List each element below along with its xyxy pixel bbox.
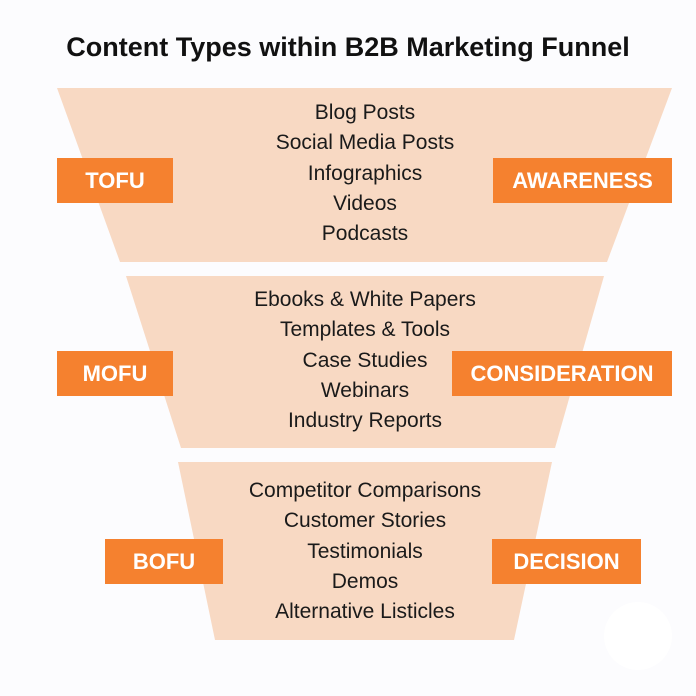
content-item: Competitor Comparisons	[248, 479, 482, 502]
stage-tag-tofu: TOFU	[57, 158, 173, 203]
funnel-tier-mofu	[126, 276, 604, 448]
content-item: Webinars	[320, 378, 410, 402]
content-item: Ebooks & White Papers	[254, 288, 476, 311]
funnel-tier-tofu	[57, 88, 672, 262]
bofu-content-list: Competitor Comparisons Customer Stories …	[215, 476, 515, 627]
goal-tag-consideration: CONSIDERATION	[452, 351, 672, 396]
decorative-circle	[604, 602, 672, 670]
stage-tag-mofu: MOFU	[57, 351, 173, 396]
content-item: Templates & Tools	[279, 318, 451, 342]
content-item: Social Media Posts	[275, 131, 455, 155]
content-item: Customer Stories	[283, 509, 447, 533]
content-item: Testimonials	[307, 539, 423, 563]
content-item: Infographics	[307, 161, 423, 185]
funnel-tier-bofu	[178, 462, 552, 640]
goal-tag-awareness: AWARENESS	[493, 158, 672, 203]
stage-tag-bofu: BOFU	[105, 539, 223, 584]
content-item: Demos	[331, 569, 399, 593]
content-item: Case Studies	[302, 348, 428, 372]
content-item: Industry Reports	[287, 409, 443, 433]
content-item: Alternative Listicles	[275, 600, 455, 624]
goal-tag-decision: DECISION	[492, 539, 641, 584]
mofu-content-list: Ebooks & White Papers Templates & Tools …	[215, 285, 515, 436]
content-item: Podcasts	[321, 222, 409, 246]
tofu-content-list: Blog Posts Social Media Posts Infographi…	[215, 98, 515, 249]
content-item: Blog Posts	[314, 101, 416, 124]
content-item: Videos	[333, 191, 397, 215]
diagram-title: Content Types within B2B Marketing Funne…	[66, 32, 630, 62]
